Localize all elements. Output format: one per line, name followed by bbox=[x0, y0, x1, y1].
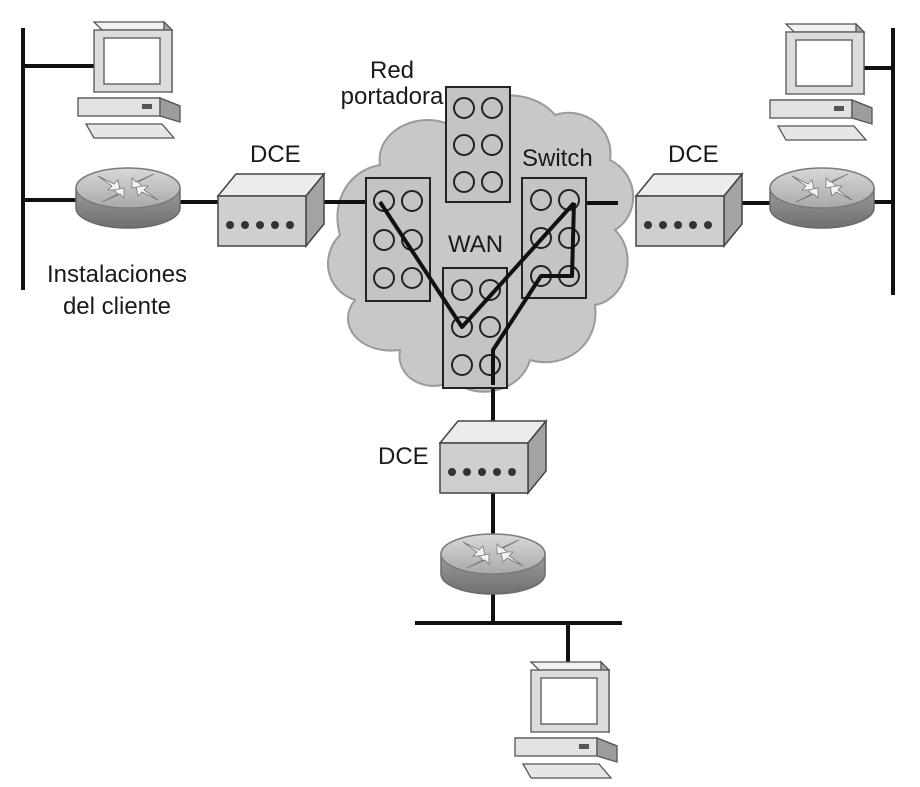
carrier-network-label-line1: Red bbox=[369, 57, 415, 84]
carrier-network-label: Red portadora bbox=[332, 57, 452, 111]
bottom-lan-segment bbox=[415, 588, 622, 662]
dce-icon-bottom bbox=[439, 420, 547, 494]
wan-circuit-paths bbox=[378, 200, 576, 385]
router-icon-right bbox=[769, 167, 875, 229]
router-icon-bottom bbox=[440, 533, 546, 595]
desktop-computer-icon-bottom bbox=[514, 661, 618, 779]
dce-icon-left bbox=[217, 173, 325, 247]
customer-premises-label-line2: del cliente bbox=[62, 293, 172, 321]
dce-label-right: DCE bbox=[668, 141, 719, 168]
switch-label: Switch bbox=[522, 145, 593, 172]
wan-switch-right bbox=[521, 177, 587, 299]
carrier-network-label-line2: portadora bbox=[340, 83, 444, 111]
wan-label: WAN bbox=[448, 231, 504, 258]
wan-switch-left bbox=[365, 177, 431, 302]
dce-label-bottom: DCE bbox=[378, 443, 429, 470]
desktop-computer-icon-right bbox=[769, 23, 873, 141]
wan-switch-top bbox=[445, 86, 511, 203]
carrier-network-cloud bbox=[327, 94, 635, 393]
customer-premises-label-line1: Instalaciones bbox=[46, 261, 188, 288]
customer-premises-label: Instalaciones del cliente bbox=[22, 261, 212, 321]
desktop-computer-icon-left bbox=[77, 21, 181, 139]
router-icon-left bbox=[75, 167, 181, 229]
left-lan-segment bbox=[21, 28, 95, 290]
dce-icon-right bbox=[635, 173, 743, 247]
dce-label-left: DCE bbox=[250, 141, 301, 168]
